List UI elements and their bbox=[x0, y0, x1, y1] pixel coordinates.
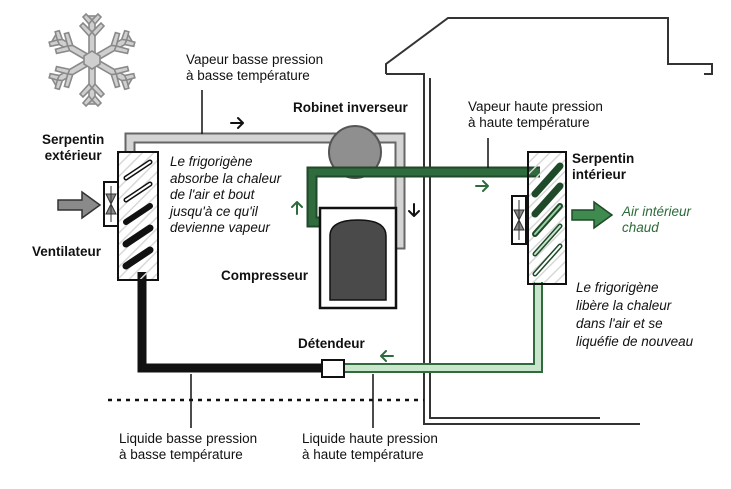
expansion-valve-label: Détendeur bbox=[298, 336, 365, 351]
reversing-valve-label: Robinet inverseur bbox=[293, 100, 408, 115]
high-pressure-vapor-pipe bbox=[306, 166, 540, 228]
releases-heat-note: Le frigorigène libère la chaleur dans l'… bbox=[576, 280, 694, 349]
outdoor-coil bbox=[117, 151, 159, 281]
low-pressure-vapor-label: Vapeur basse pression à basse températur… bbox=[186, 52, 324, 83]
indoor-coil bbox=[527, 151, 567, 285]
compressor-label: Compresseur bbox=[221, 268, 309, 283]
reversing-valve bbox=[328, 125, 382, 179]
absorbs-heat-note: Le frigorigène absorbe la chaleur de l'a… bbox=[170, 154, 282, 235]
outdoor-air-arrow-icon bbox=[57, 190, 102, 220]
fan-icon bbox=[103, 181, 119, 227]
high-pressure-liquid-pipe bbox=[344, 282, 543, 373]
indoor-coil-label: Serpentin intérieur bbox=[572, 151, 635, 182]
compressor bbox=[318, 206, 398, 310]
expansion-valve bbox=[321, 359, 345, 378]
snowflake-icon bbox=[45, 12, 139, 107]
fan-icon bbox=[511, 195, 527, 245]
high-pressure-liquid-label: Liquide haute pression à haute températu… bbox=[302, 431, 438, 462]
house-outline bbox=[385, 17, 713, 425]
leader-lines bbox=[190, 90, 489, 428]
flow-arrow-icon bbox=[230, 117, 489, 362]
low-pressure-liquid-label: Liquide basse pression à basse températu… bbox=[119, 431, 258, 462]
outdoor-coil-label: Serpentin extérieur bbox=[42, 132, 105, 163]
low-pressure-liquid-pipe bbox=[137, 272, 324, 373]
fan-label: Ventilateur bbox=[32, 244, 102, 259]
warm-indoor-air-label: Air intérieur chaud bbox=[622, 204, 692, 235]
indoor-air-arrow-icon bbox=[571, 200, 614, 230]
high-pressure-vapor-label: Vapeur haute pression à haute températur… bbox=[468, 99, 603, 130]
